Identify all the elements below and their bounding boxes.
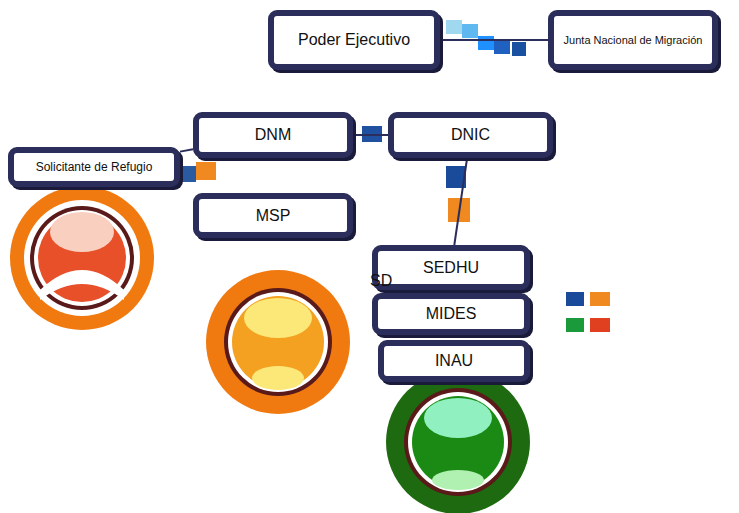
connector bbox=[353, 134, 388, 136]
process-box: DNIC bbox=[388, 112, 553, 158]
orange-circle bbox=[206, 270, 350, 414]
box-label: Solicitante de Refugio bbox=[36, 160, 153, 174]
connector bbox=[180, 149, 193, 151]
box-label: SEDHU bbox=[423, 259, 479, 277]
process-box: MSP bbox=[193, 193, 353, 238]
connector bbox=[440, 39, 548, 41]
process-box: MIDES bbox=[372, 293, 530, 335]
process-box: Solicitante de Refugio bbox=[8, 147, 180, 187]
green-circle bbox=[386, 370, 530, 513]
box-label: Poder Ejecutivo bbox=[298, 31, 410, 49]
process-box: Poder Ejecutivo bbox=[268, 10, 440, 70]
box-label: MIDES bbox=[426, 305, 477, 323]
box-label: DNM bbox=[255, 126, 291, 144]
box-label: Junta Nacional de Migración bbox=[564, 34, 703, 46]
process-box: INAU bbox=[378, 340, 530, 382]
box-label: DNIC bbox=[451, 126, 490, 144]
stray-label: SD bbox=[370, 272, 392, 290]
box-label: MSP bbox=[256, 207, 291, 225]
orange-ring bbox=[10, 186, 154, 330]
process-box: Junta Nacional de Migración bbox=[548, 10, 718, 70]
box-label: INAU bbox=[435, 352, 473, 370]
connector bbox=[454, 158, 467, 245]
process-box: SEDHU bbox=[372, 245, 530, 290]
process-box: DNM bbox=[193, 112, 353, 158]
